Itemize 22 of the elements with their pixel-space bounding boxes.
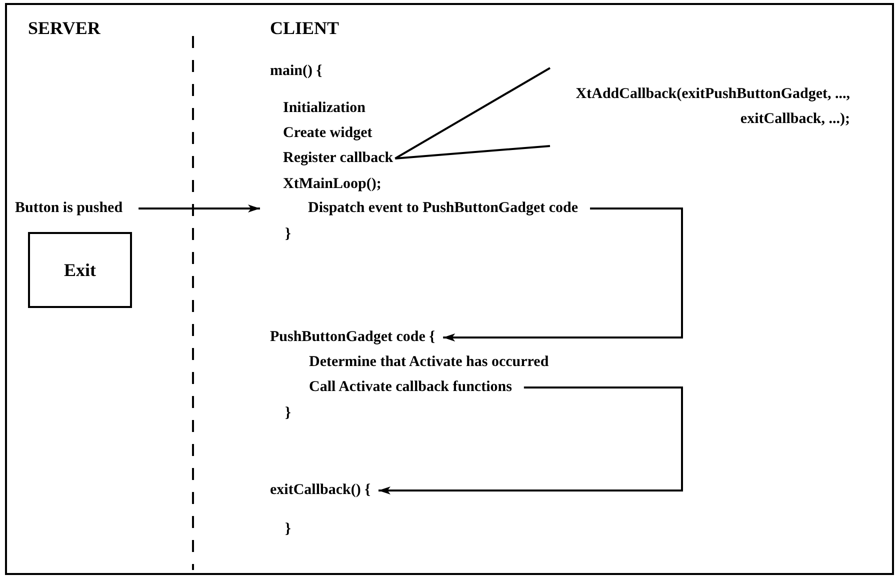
code-brace: } [285, 520, 291, 539]
arrow [443, 208, 683, 342]
arrow [138, 204, 260, 212]
callout-wedge [394, 67, 551, 160]
callout-text: XtAddCallback(exitPushButtonGadget, ..., exitCallback, ...); [550, 68, 850, 146]
code-line: PushButtonGadget code { [270, 325, 436, 350]
code-line: Call Activate callback functions [309, 375, 512, 400]
code-line: Create widget [283, 124, 372, 143]
code-brace: } [285, 225, 291, 244]
column-heading: SERVER [28, 17, 100, 40]
event-label: Button is pushed [15, 196, 123, 221]
column-heading: CLIENT [270, 17, 340, 40]
exit-button-box: Exit [28, 232, 132, 308]
code-line: XtMainLoop(); [283, 175, 382, 194]
code-line: Dispatch event to PushButtonGadget code [308, 196, 578, 221]
code-line: Initialization [283, 99, 366, 118]
code-line: Determine that Activate has occurred [309, 353, 549, 372]
code-line: main() { [270, 62, 322, 81]
code-line: exitCallback() { [270, 478, 370, 503]
code-line: Register callback [283, 146, 394, 171]
code-brace: } [285, 404, 291, 423]
arrow [378, 386, 683, 494]
